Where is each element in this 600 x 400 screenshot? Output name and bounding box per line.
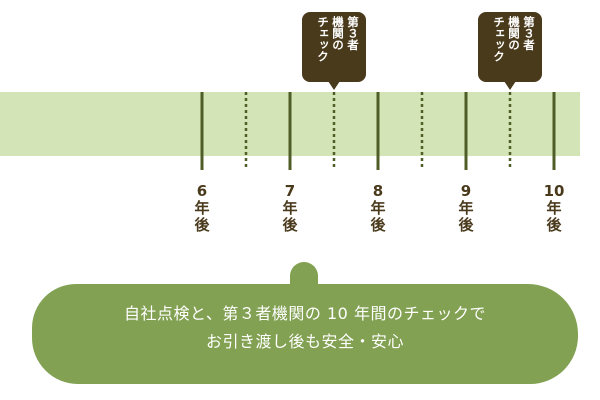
inspection-badge-1: 第３者 機関の チェック [478,12,542,90]
badge-pointer [328,81,340,90]
message-text: 自社点検と、第３者機関の 10 年間のチェックで お引き渡し後も安全・安心 [32,300,578,356]
inspection-badge-0: 第３者 機関の チェック [302,12,366,90]
year-label-2: 8 年 後 [370,182,386,234]
message-line-2: お引き渡し後も安全・安心 [205,332,404,351]
message-box [32,284,578,384]
year-label-1: 7 年 後 [282,182,298,234]
message-line-1: 自社点検と、第３者機関の 10 年間のチェックで [124,304,486,323]
timeline-marks [200,92,556,170]
year-label-0: 6 年 後 [194,182,210,234]
inspection-badge-text: 第３者 機関の チェック [492,16,536,62]
year-label-3: 9 年 後 [458,182,474,234]
year-label-4: 10 年 後 [543,182,565,234]
inspection-badge-text: 第３者 機関の チェック [316,16,360,62]
badge-pointer [504,81,516,90]
